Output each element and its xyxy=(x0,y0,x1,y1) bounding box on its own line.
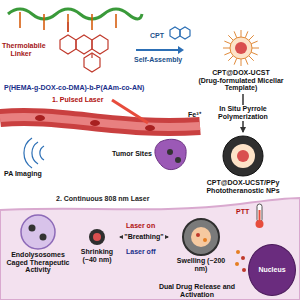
particle-node: EndolysosomesCaged Therapeutic Activity xyxy=(6,214,70,274)
label-text: PA Imaging xyxy=(4,170,42,178)
cpt-molecule xyxy=(170,27,190,39)
vessel-lumen xyxy=(0,117,200,127)
node-graphic xyxy=(6,214,70,250)
arrow-head xyxy=(178,46,184,54)
node-outline xyxy=(76,227,118,247)
node-text: CPT@DOX-UCST/PPy Phototheranostic NPs xyxy=(190,179,296,194)
cell-body xyxy=(0,198,300,300)
corona-chain xyxy=(251,41,257,44)
corona-chain xyxy=(249,35,254,40)
corona-chain xyxy=(228,56,233,61)
node-outline xyxy=(186,28,296,68)
label-text: 1. Pulsed Laser xyxy=(52,96,103,104)
edge-label: "Breathing" xyxy=(123,233,164,241)
blood-vessel xyxy=(0,117,200,127)
label-text: Tumor Sites xyxy=(112,150,152,158)
node-outline xyxy=(190,134,296,178)
node-text: Caged Therapeutic Activity xyxy=(6,259,70,274)
node-text: (Drug-formulated Micellar Template) xyxy=(186,77,296,92)
particle-node: CPT@DOX-UCST/PPy Phototheranostic NPs xyxy=(190,134,296,194)
node-text: Nucleus xyxy=(258,266,285,274)
particle-node: Swelling (~200 nm) xyxy=(170,218,232,272)
corona-chain xyxy=(224,41,230,44)
blood-cell xyxy=(90,120,100,126)
edge-label: In Situ Pyrrole Polymerization xyxy=(204,105,282,120)
thermometer xyxy=(257,204,262,222)
particle-node: CPT@DOX-UCST(Drug-formulated Micellar Te… xyxy=(186,28,296,92)
nanoparticle xyxy=(29,225,36,232)
node-graphic xyxy=(170,218,232,256)
pa-waves xyxy=(24,138,44,168)
node-outline xyxy=(170,218,232,256)
blood-cell xyxy=(35,115,45,121)
drug-dot xyxy=(196,233,200,237)
corona-chain xyxy=(241,59,242,66)
blood-cell xyxy=(145,125,155,131)
drug-dot xyxy=(236,250,240,254)
ring xyxy=(92,35,108,54)
drug-dot xyxy=(242,268,246,272)
swollen-core xyxy=(191,227,211,247)
ring xyxy=(180,27,190,39)
node-text: CPT@DOX-UCST xyxy=(186,69,296,77)
corona-chain xyxy=(245,31,248,37)
label-text: PTT xyxy=(236,208,249,216)
endolysosome xyxy=(21,215,55,249)
label-text: Thermolabile Linker xyxy=(2,42,40,57)
label-text: 2. Continuous 808 nm Laser xyxy=(56,195,149,203)
node-graphic xyxy=(186,28,296,68)
ring xyxy=(76,35,92,54)
drug-dot xyxy=(235,262,239,266)
nanoparticle xyxy=(40,234,47,241)
nucleus-shape: Nucleus xyxy=(248,244,296,296)
bond xyxy=(68,22,92,58)
assembly-arrow xyxy=(136,49,178,51)
nanoparticle xyxy=(175,157,181,163)
label-text: Laser off xyxy=(126,248,156,256)
label-text: Laser on xyxy=(126,222,155,230)
ring xyxy=(170,27,180,39)
drug-dot xyxy=(241,256,245,260)
node-text: Shrinking (~40 nm) xyxy=(76,248,118,263)
corona-chain xyxy=(245,58,248,64)
laser-beam xyxy=(112,100,148,123)
thermometer-level xyxy=(259,210,261,222)
corona-chain xyxy=(234,31,237,37)
ppy-shell xyxy=(223,136,263,176)
micelle-shell xyxy=(230,37,252,59)
ring xyxy=(60,35,76,54)
corona-chain xyxy=(223,48,230,49)
shrunk-particle xyxy=(89,229,105,245)
micelle-layer xyxy=(231,144,255,168)
nanoparticle xyxy=(167,149,173,155)
corona-chain xyxy=(241,30,242,37)
swollen-particle xyxy=(183,219,219,255)
node-text: Swelling (~200 nm) xyxy=(170,257,232,272)
node-outline xyxy=(6,214,70,250)
corona-chain xyxy=(228,35,233,40)
label-text: Fe³⁺ xyxy=(188,111,201,119)
micelle-core xyxy=(235,42,247,54)
node-graphic xyxy=(76,227,118,247)
label-text: CPT xyxy=(150,32,164,40)
label-text: P(HEMA-g-DOX-co-DMA)-b-P(AAm-co-AN) xyxy=(4,84,144,92)
node-graphic xyxy=(190,134,296,178)
corona-chain xyxy=(251,52,257,55)
polymer-backbone xyxy=(8,9,142,19)
corona-chain xyxy=(249,56,254,61)
drug-core xyxy=(93,233,101,241)
node-text: Endolysosomes xyxy=(6,251,70,259)
corona-chain xyxy=(234,58,237,64)
drug-dot xyxy=(203,238,207,242)
drug-core xyxy=(237,150,249,162)
label-text: Dual Drug Release and Activation xyxy=(150,283,244,298)
label-text: Self-Assembly xyxy=(134,56,182,64)
corona-chain xyxy=(252,48,259,49)
corona-chain xyxy=(224,52,230,55)
dox-molecule xyxy=(60,22,108,72)
tumor xyxy=(155,139,186,169)
particle-node: Shrinking (~40 nm) xyxy=(76,227,118,263)
